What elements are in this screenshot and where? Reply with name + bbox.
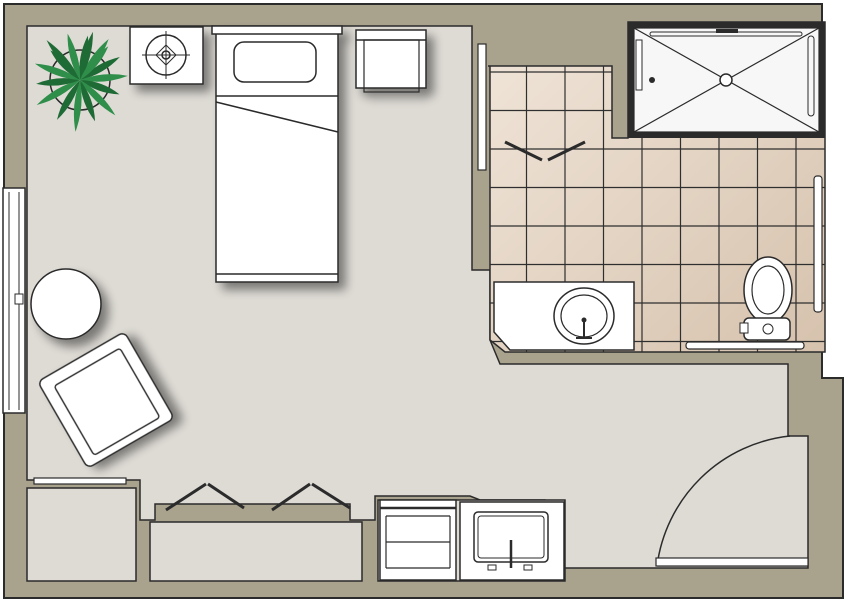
plant-leaf: [79, 31, 93, 80]
showerhead-icon: [635, 29, 738, 91]
plant-leaf: [80, 57, 120, 80]
bathroom-sink: [553, 287, 615, 345]
side-table: [355, 29, 427, 93]
faucet-icon: [576, 317, 592, 339]
plant-leaf: [80, 80, 120, 95]
round-table: [30, 268, 102, 340]
vanity-counter: [493, 281, 635, 351]
closet-floor: [26, 487, 137, 582]
kitchen-sink: [459, 501, 565, 581]
plant-leaf: [34, 63, 80, 80]
shower: [628, 22, 825, 138]
bathroom-bifold-door: [477, 43, 586, 171]
plant-leaf: [80, 46, 109, 80]
plant-leaf: [36, 80, 80, 105]
plant-icon: [34, 31, 128, 132]
window: [2, 187, 26, 414]
toilet: [685, 256, 805, 350]
drain-icon: [719, 73, 733, 87]
grab-bar: [813, 175, 823, 313]
plant-leaf: [36, 78, 80, 86]
plant-leaf: [73, 80, 82, 132]
potted-plant: [34, 31, 128, 132]
swing-door: [655, 435, 809, 567]
plant-leaf: [80, 80, 96, 122]
plant-leaf: [68, 35, 81, 80]
plant-leaf: [57, 80, 80, 120]
stove: [379, 499, 457, 581]
plant-leaf: [80, 74, 128, 82]
bed: [211, 25, 343, 283]
plant-leaf: [80, 80, 116, 116]
closet-bifold-door: [33, 477, 351, 512]
wardrobe-floor: [149, 521, 363, 582]
plant-leaf: [50, 50, 80, 80]
nightstand: [129, 26, 204, 85]
armchair: [39, 333, 173, 467]
